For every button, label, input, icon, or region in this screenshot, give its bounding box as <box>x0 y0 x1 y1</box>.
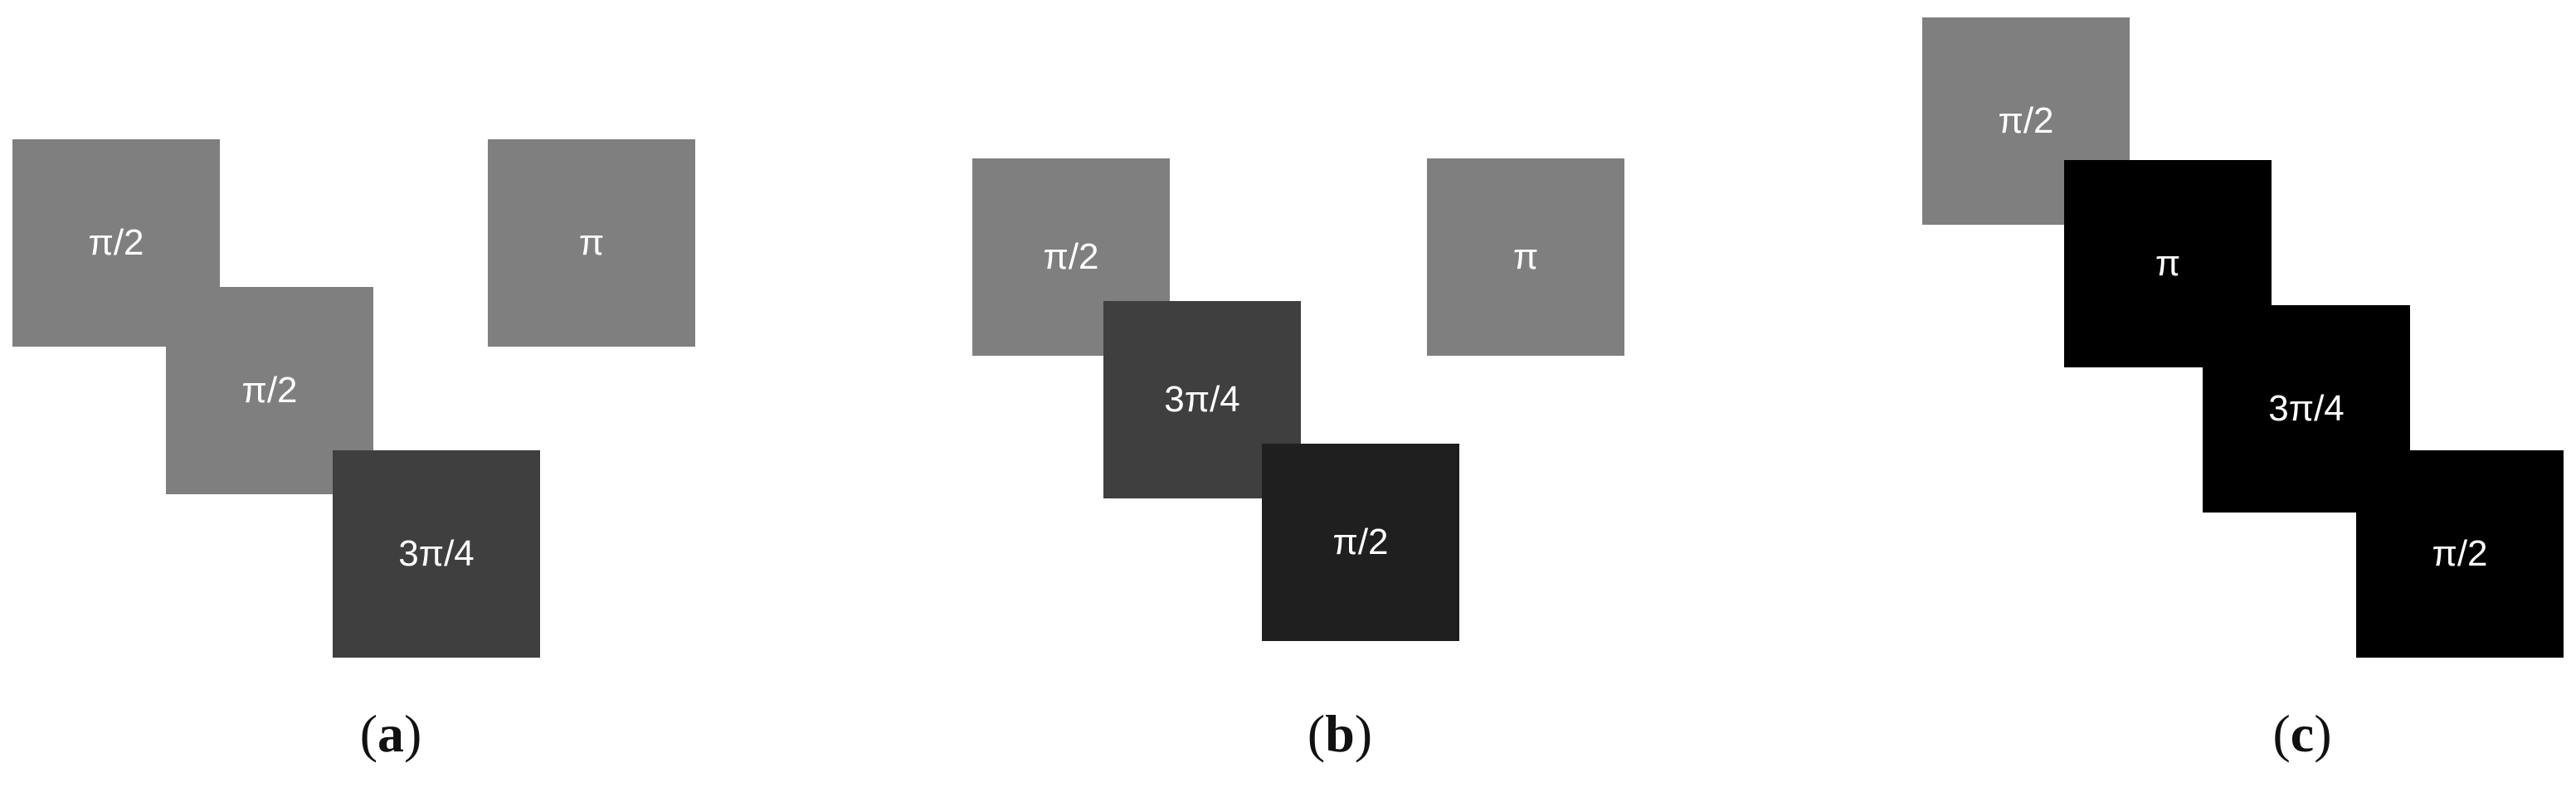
panel-c-caption: (c) <box>2272 704 2332 763</box>
panel-a-tile-4: π <box>488 139 695 347</box>
tile-label: π/2 <box>1332 522 1389 562</box>
tile-label: π <box>2155 243 2181 284</box>
tile-label: 3π/4 <box>1164 379 1240 420</box>
tile-label: π/2 <box>2432 533 2488 574</box>
tile-label: π/2 <box>88 222 144 263</box>
panel-b-caption: (b) <box>1307 704 1373 763</box>
panel-a-tile-1: π/2 <box>12 139 220 347</box>
panel-a-tile-3: 3π/4 <box>333 450 540 658</box>
tile-label: π/2 <box>241 370 298 411</box>
tile-label: π/2 <box>1043 236 1099 277</box>
tile-label: π/2 <box>1998 100 2054 141</box>
panel-b-tile-4: π <box>1427 158 1624 356</box>
caption-letter: c <box>2290 704 2315 763</box>
caption-letter: b <box>1325 704 1355 763</box>
caption-letter: a <box>377 704 404 763</box>
tile-label: π <box>1512 236 1539 277</box>
tile-label: 3π/4 <box>398 533 475 574</box>
tile-label: 3π/4 <box>2268 388 2345 429</box>
tile-label: π <box>578 222 605 263</box>
panel-b-tile-3: π/2 <box>1262 444 1459 641</box>
panel-a-caption: (a) <box>359 704 422 763</box>
panel-c-tile-4: π/2 <box>2356 450 2564 658</box>
